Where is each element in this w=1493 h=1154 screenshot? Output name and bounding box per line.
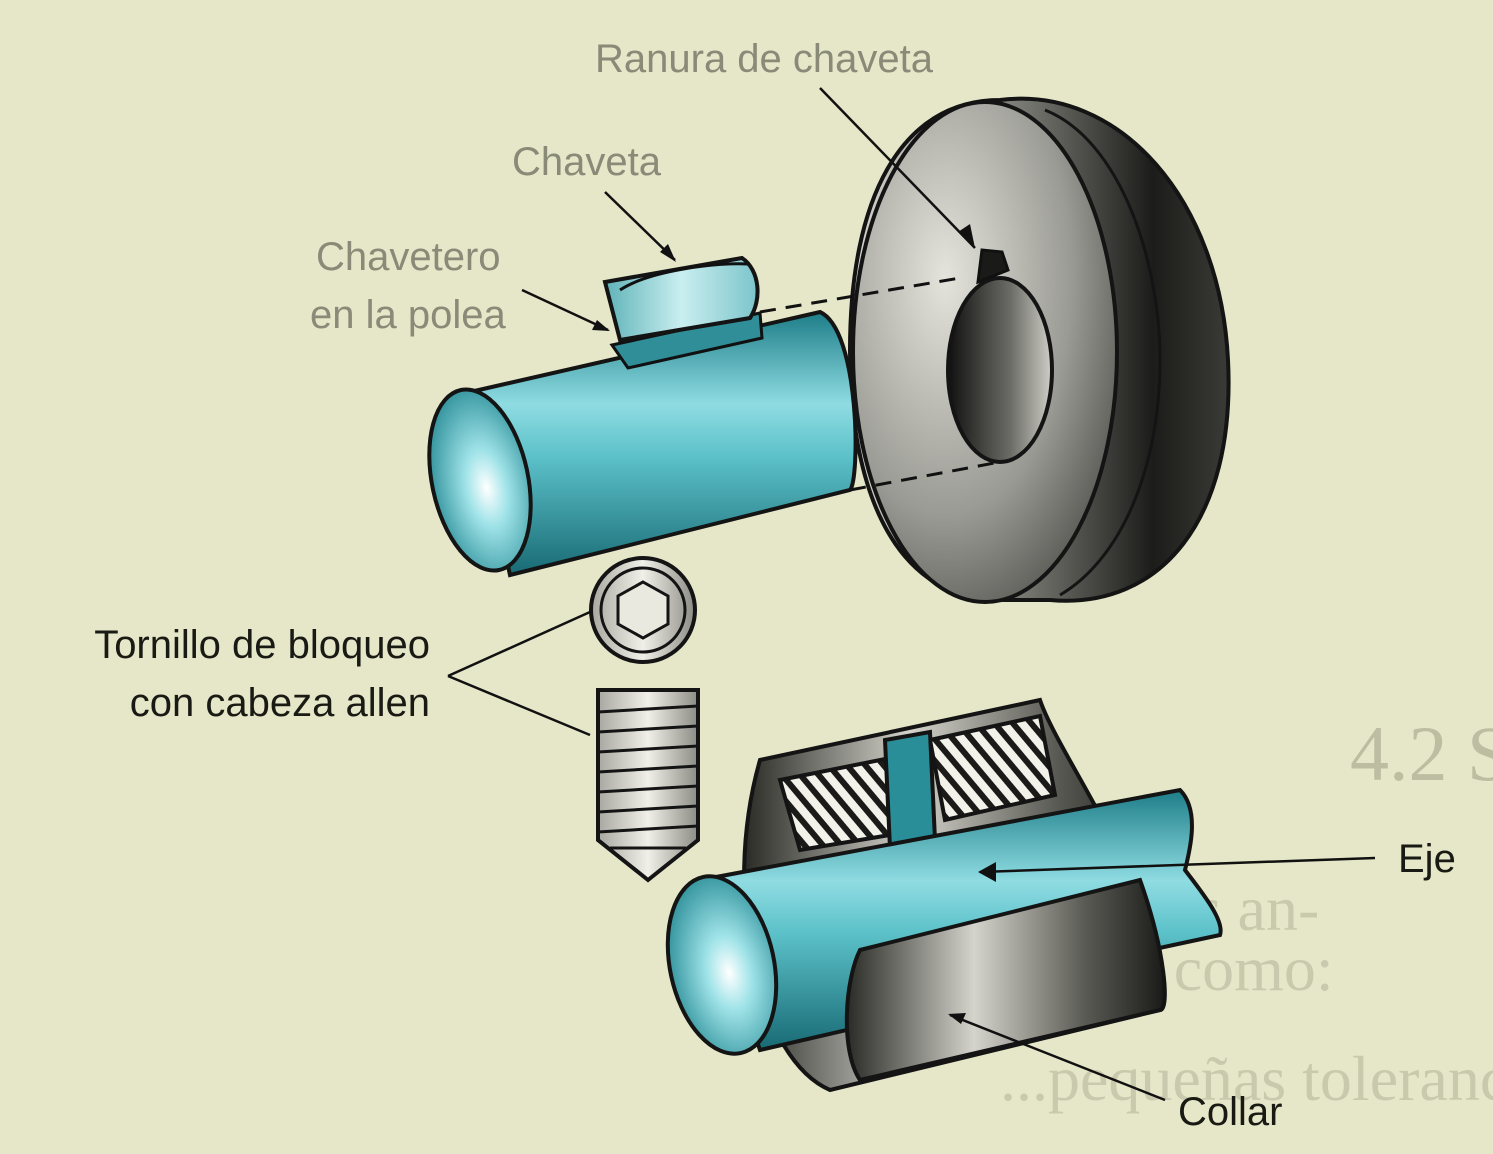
background-heading: 4.2 Sujec [1350, 710, 1493, 797]
arrowhead-shaft [978, 862, 996, 882]
collar-section-right [927, 713, 1058, 823]
leader-setscrew-body [447, 674, 591, 737]
pulley-bore [946, 276, 1054, 464]
label-collar: Collar [1178, 1090, 1282, 1134]
background-line-3: ...pequeñas tolerancias de lon- [1000, 1043, 1493, 1114]
arrowhead-keyway [958, 224, 975, 248]
leader-keyway [819, 87, 976, 249]
leader-lines [447, 87, 1376, 1102]
leader-keyseat [521, 288, 609, 332]
allen-head [589, 556, 697, 664]
hex-socket-icon [616, 580, 670, 640]
labels: Ranura de chaveta Chaveta Chavetero en l… [94, 37, 1456, 1134]
lower-shaft-body [697, 787, 1223, 1053]
upper-shaft-end-face [427, 387, 533, 573]
leader-setscrew-head [447, 610, 591, 678]
alignment-line-top [759, 276, 961, 314]
collar-assembly [665, 697, 1223, 1093]
label-keyseat-line2: en la polea [310, 293, 506, 337]
keyway-notch [976, 248, 1010, 285]
leader-collar [949, 1013, 1166, 1102]
lower-shaft-end-face [665, 874, 779, 1056]
set-screw [596, 688, 700, 883]
label-shaft: Eje [1398, 837, 1456, 881]
leader-key [604, 191, 676, 261]
set-screw-threads [597, 704, 699, 850]
label-setscrew-line2: con cabeza allen [130, 681, 430, 725]
label-key: Chaveta [512, 140, 662, 184]
pulley-edge-line [1044, 108, 1162, 597]
label-setscrew-line1: Tornillo de bloqueo [94, 623, 430, 667]
arrowhead-keyseat [592, 320, 610, 331]
arrowhead-collar [948, 1013, 966, 1024]
collar-screw-slot [882, 729, 938, 851]
arrowhead-key [660, 244, 676, 262]
key-top-edge [619, 262, 749, 292]
upper-shaft [427, 309, 858, 578]
label-keyway: Ranura de chaveta [595, 37, 934, 81]
label-keyseat-line1: Chavetero [316, 235, 501, 279]
collar-front [844, 877, 1167, 1083]
allen-head-rim [599, 566, 687, 654]
leader-shaft [979, 856, 1376, 874]
key [602, 255, 760, 343]
pulley [847, 96, 1231, 604]
set-screw-body [596, 688, 700, 883]
